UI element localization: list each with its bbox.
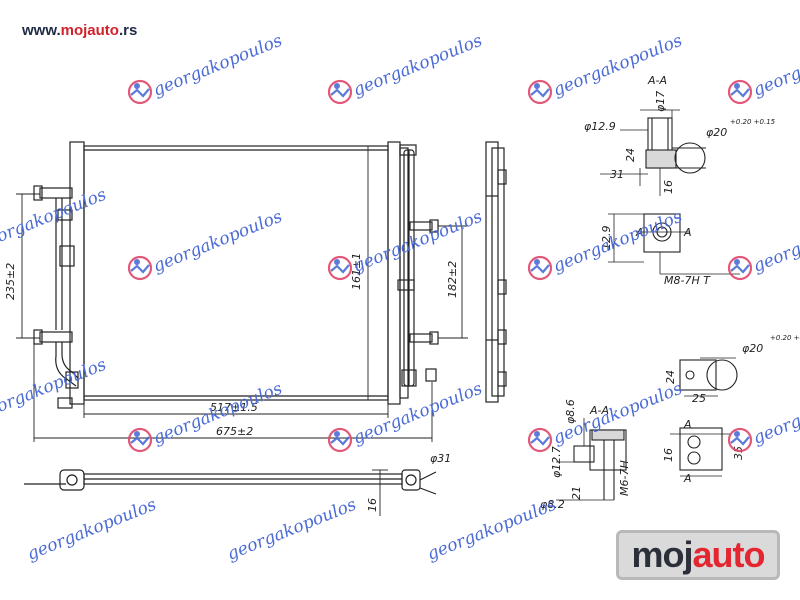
- watermark-text: georgakopoulos: [424, 495, 559, 565]
- dia-12-7: φ12.7: [550, 446, 563, 478]
- dim-31: 31: [610, 168, 624, 181]
- side-tank: [485, 141, 499, 403]
- watermark-logo-icon: [327, 79, 353, 105]
- watermark-logo-icon: [127, 255, 153, 281]
- dimension-labels: 235±2 161±1 182±2 517±1.5 675±2 16 φ31 A…: [4, 74, 800, 512]
- bottom-left-fitting: [59, 469, 85, 491]
- dim-width-total: 675±2: [216, 425, 253, 438]
- dim-16-bottom: 16: [662, 448, 675, 462]
- marker-a-bottom-bottom: A: [683, 472, 692, 485]
- dia-20-bottom: φ20: [742, 342, 763, 355]
- watermark-text: georgakopoulos: [550, 31, 685, 101]
- marker-a-left: A: [635, 226, 644, 239]
- dim-height-left: 235±2: [4, 263, 17, 300]
- side-view: [485, 141, 507, 403]
- watermark-logo-icon: [127, 427, 153, 453]
- watermark-logo-icon: [527, 255, 553, 281]
- dia-12-9: φ12.9: [584, 120, 616, 133]
- watermark-logo-icon: [727, 255, 753, 281]
- dim-25: 25: [692, 392, 706, 405]
- site-url[interactable]: www.mojauto.rs: [22, 22, 137, 39]
- watermark-logo-icon: [327, 427, 353, 453]
- watermark-text: georgakopoulos: [750, 379, 800, 449]
- watermark-logo-icon: [327, 255, 353, 281]
- watermark-logo-icon: [527, 427, 553, 453]
- marker-a-bottom-top: A: [683, 418, 692, 431]
- section-bottom-label: A-A: [589, 404, 609, 417]
- watermark-logo-icon: [527, 79, 553, 105]
- watermark-text: georgakopoulos: [750, 31, 800, 101]
- front-view: [33, 141, 439, 409]
- dim-24-top: 24: [624, 148, 637, 162]
- watermark-logo-icon: [127, 79, 153, 105]
- dim-height-right: 182±2: [446, 261, 459, 298]
- thread-m8-top: M8-7H T: [664, 274, 711, 287]
- badge-part-moj: moj: [631, 534, 693, 575]
- site-url-prefix: www.: [22, 22, 61, 39]
- dim-12-9-side: 12.9: [600, 226, 613, 251]
- fitting-block-front: [643, 213, 681, 253]
- badge-part-auto: auto: [692, 534, 766, 575]
- dim-core-width: 517±1.5: [210, 401, 258, 414]
- bottom-view: [24, 469, 437, 516]
- fitting-block-bottom-top: [679, 359, 717, 391]
- dia-20-top: φ20: [706, 126, 727, 139]
- dim-16-top: 16: [662, 180, 675, 194]
- dim-21: 21: [570, 486, 583, 500]
- watermark-logo-icon: [727, 79, 753, 105]
- right-tank: [387, 141, 401, 405]
- watermark-text: georgakopoulos: [750, 207, 800, 277]
- site-url-suffix: .rs: [118, 22, 138, 39]
- watermark-text: georgakopoulos: [350, 31, 485, 101]
- dim-24-bottom: 24: [664, 370, 677, 384]
- detail-top-block: [608, 213, 740, 275]
- watermark-text: georgakopoulos: [0, 185, 109, 255]
- site-url-brand: mojauto: [60, 22, 119, 39]
- dia-8-2: φ8.2: [540, 498, 565, 511]
- dim-height-mid: 161±1: [350, 253, 363, 290]
- watermark-text: georgakopoulos: [350, 207, 485, 277]
- section-top-label: A-A: [647, 74, 667, 87]
- dia-17: φ17: [654, 91, 667, 112]
- detail-bottom-section: [556, 418, 627, 501]
- watermark-text: georgakopoulos: [150, 207, 285, 277]
- watermark-text: georgakopoulos: [24, 495, 159, 565]
- watermark-text: georgakopoulos: [224, 495, 359, 565]
- watermark-text: georgakopoulos: [150, 31, 285, 101]
- front-dimensions: [16, 145, 468, 442]
- marker-a-right: A: [683, 226, 692, 239]
- dia-8-6: φ8.6: [564, 399, 577, 424]
- fitting-block-bottom-front: [679, 427, 723, 471]
- detail-bottom-right: [670, 357, 738, 477]
- tol-20-bottom: +0.20 +0.15: [770, 334, 800, 342]
- dim-pipe: φ31: [430, 452, 451, 465]
- detail-top-section: [600, 109, 706, 196]
- thread-m6: M6-7H: [618, 460, 631, 496]
- pipe-circle-top: [674, 142, 706, 174]
- watermark-text: georgakopoulos: [550, 207, 685, 277]
- tol-20-top: +0.20 +0.15: [730, 118, 776, 126]
- dim-depth: 16: [366, 498, 379, 512]
